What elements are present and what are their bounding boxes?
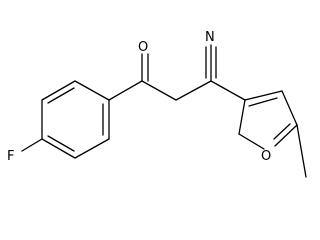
furan-bond bbox=[281, 90, 298, 126]
furan-bond bbox=[244, 90, 283, 101]
molecule-structure: F O N O bbox=[7, 30, 307, 178]
aryl-carbonyl-bond bbox=[108, 80, 143, 101]
ring-bond bbox=[74, 80, 110, 101]
ring-bond bbox=[41, 138, 76, 159]
carbonyl-oxygen-label: O bbox=[138, 40, 148, 55]
chain-furan-bond bbox=[210, 80, 246, 101]
ring-double-bond bbox=[47, 87, 75, 104]
chain-bond bbox=[175, 80, 212, 101]
furan-double-bond bbox=[248, 97, 278, 107]
ring-double-bond bbox=[47, 135, 75, 152]
furan-bond bbox=[238, 99, 246, 135]
chain-bond bbox=[141, 80, 177, 101]
fluorophenyl-ring bbox=[41, 80, 110, 159]
furan-oxygen-label: O bbox=[261, 149, 271, 164]
ring-bond bbox=[74, 138, 110, 159]
methyl-bond bbox=[296, 124, 307, 178]
furan-bond bbox=[238, 133, 265, 150]
methylfuran-ring bbox=[238, 90, 298, 150]
furan-bond bbox=[274, 124, 298, 147]
nitrile-nitrogen-label: N bbox=[205, 30, 215, 45]
ring-bond bbox=[41, 80, 76, 101]
furan-double-bond bbox=[273, 123, 291, 140]
c-f-bond bbox=[21, 138, 43, 152]
fluorine-atom-label: F bbox=[7, 149, 14, 164]
